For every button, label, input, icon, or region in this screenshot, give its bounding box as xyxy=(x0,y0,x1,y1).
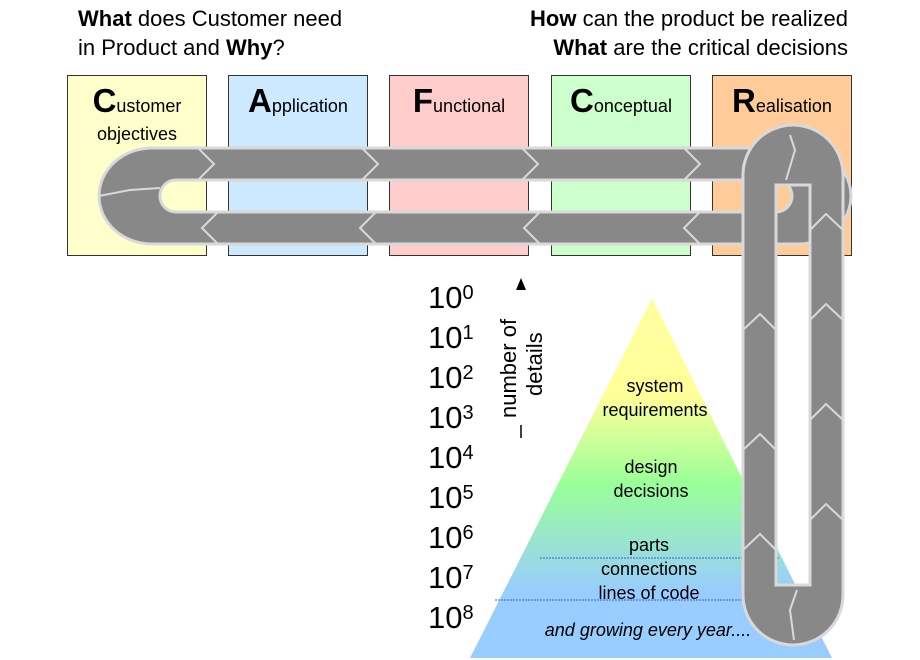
view-initial: R xyxy=(732,82,756,119)
view-title-conceptual: Conceptual xyxy=(552,82,690,120)
header-left-text-2: in Product and xyxy=(78,35,226,60)
vertical-chain-link xyxy=(741,123,845,647)
view-rest: ealisation xyxy=(755,96,832,116)
view-initial: C xyxy=(92,82,117,119)
header-what-why: What does Customer need in Product and W… xyxy=(78,4,342,62)
view-rest: onceptual xyxy=(593,96,672,116)
axis-label-number-of-details: number of details xyxy=(496,278,566,448)
pyramid-footer: and growing every year.... xyxy=(544,620,752,640)
scale-label-10e1: 101 xyxy=(428,320,474,355)
scale-label-10e4: 104 xyxy=(428,440,474,475)
header-left-text-3: ? xyxy=(272,35,285,60)
pyramid-level-design-decisions: design decisions xyxy=(613,457,689,501)
header-right-bold-1: How xyxy=(530,6,577,31)
view-title-customer: Customer xyxy=(68,82,206,120)
scale-label-10e0: 100 xyxy=(428,280,474,315)
axis-label-line-1: number of xyxy=(496,318,521,418)
header-right-text-1: can the product be realized xyxy=(576,6,848,31)
header-left-bold-1: What xyxy=(78,6,132,31)
pyramid-level-system-requirements: system requirements xyxy=(602,376,708,420)
view-title-realisation: Realisation xyxy=(713,82,851,120)
header-left-bold-2: Why xyxy=(225,35,273,60)
view-subtitle-customer: objectives xyxy=(96,124,178,144)
view-initial: A xyxy=(248,82,272,119)
view-rest: unctional xyxy=(433,96,506,116)
scale-label-10e2: 102 xyxy=(428,360,474,395)
scale-label-10e6: 106 xyxy=(428,520,474,555)
pyramid-level-parts: parts connections lines of code xyxy=(598,535,700,603)
view-title-functional: Functional xyxy=(390,82,528,120)
scale-label-10e8: 108 xyxy=(428,600,474,635)
view-initial: C xyxy=(570,82,594,119)
details-axis-arrow xyxy=(516,278,526,438)
axis-label-line-2: details xyxy=(522,332,547,396)
view-rest: ustomer xyxy=(116,96,182,116)
view-rest: pplication xyxy=(271,96,348,116)
scale-label-10e5: 105 xyxy=(428,480,474,515)
view-title-application: Application xyxy=(229,82,367,120)
scale-label-10e3: 103 xyxy=(428,400,474,435)
header-left-text-1: does Customer need xyxy=(131,6,343,31)
horizontal-chain-link xyxy=(97,146,853,246)
header-right-text-2: are the critical decisions xyxy=(607,35,848,60)
scale-label-10e7: 107 xyxy=(428,560,474,595)
header-how-what: How can the product be realized What are… xyxy=(530,4,848,62)
header-right-bold-2: What xyxy=(553,35,608,60)
view-initial: F xyxy=(412,82,434,119)
